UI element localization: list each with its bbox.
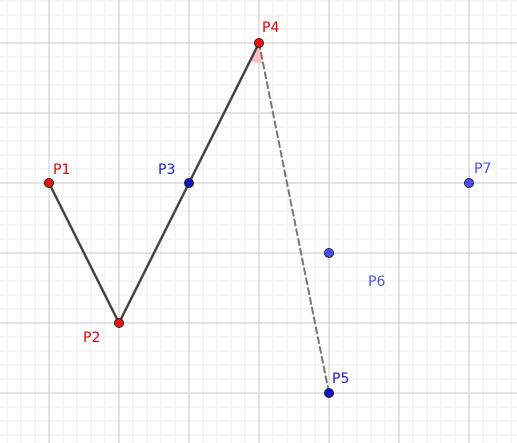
- point-label-p4: P4: [262, 20, 279, 36]
- segment-p2-p3[interactable]: [117, 181, 191, 325]
- segments-layer: [47, 41, 330, 394]
- point-p2[interactable]: [114, 318, 124, 328]
- points-layer: [44, 38, 474, 398]
- point-label-p7: P7: [474, 161, 491, 177]
- point-p1[interactable]: [44, 178, 54, 188]
- point-label-p3: P3: [158, 162, 175, 178]
- point-p3[interactable]: [184, 178, 194, 188]
- point-p6[interactable]: [324, 248, 334, 258]
- point-label-p5: P5: [332, 371, 349, 387]
- point-label-p1: P1: [53, 162, 70, 178]
- point-label-p6: P6: [368, 274, 385, 290]
- point-label-p2: P2: [83, 330, 100, 346]
- point-p7[interactable]: [464, 178, 474, 188]
- segment-p1-p2[interactable]: [47, 181, 121, 325]
- point-p4[interactable]: [254, 38, 264, 48]
- segment-p4-p5[interactable]: [258, 42, 330, 394]
- point-p5[interactable]: [324, 388, 334, 398]
- segment-p3-p4[interactable]: [187, 41, 261, 185]
